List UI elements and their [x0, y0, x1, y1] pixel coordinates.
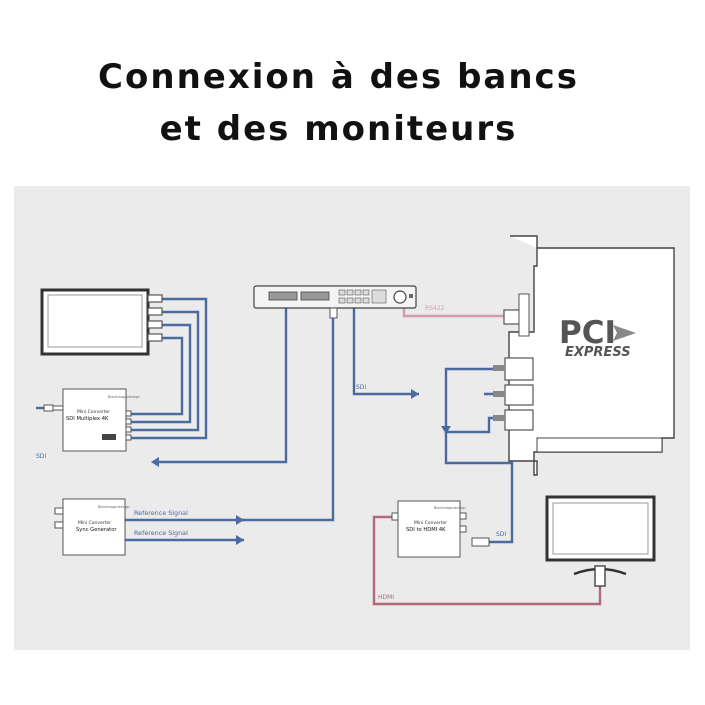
- cable-rs422: [402, 306, 504, 318]
- bnc-connector: [125, 410, 132, 417]
- deck-button: [346, 297, 354, 304]
- device-deck: [253, 285, 417, 319]
- sync-line2: Sync Generator: [76, 527, 117, 533]
- label-sdi-right: SDI: [496, 531, 506, 538]
- bnc-connector: [125, 426, 132, 433]
- hdmi-converter-brand: Blackmagicdesign: [434, 506, 466, 510]
- deck-button: [354, 289, 362, 296]
- monitor-left: [40, 288, 163, 356]
- pcie-logo-line2: EXPRESS: [565, 345, 631, 360]
- hdmi-converter-line1: Mini Converter: [414, 520, 447, 526]
- pcie-logo-arrow: [613, 325, 636, 341]
- deck-slot-1: [268, 291, 298, 301]
- page-title-line-1: Connexion à des bancs: [98, 57, 579, 97]
- sync-line1: Mini Converter: [78, 520, 111, 526]
- sync-box: [62, 498, 126, 556]
- pcie-edge: [536, 437, 663, 453]
- bnc-connector: [459, 512, 467, 520]
- pcie-sdi-connector-1: [504, 357, 534, 381]
- deck-button: [409, 294, 413, 298]
- multiplex-box: [62, 388, 127, 452]
- sync-brand: Blackmagicdesign: [98, 505, 130, 509]
- cable-monitor-4: [129, 336, 184, 416]
- connection-diagram: Blackmagicdesign Mini Converter SDI Mult…: [14, 186, 690, 650]
- bnc-connector: [493, 391, 505, 397]
- bnc-connector: [493, 365, 505, 371]
- bnc-connector: [147, 320, 163, 329]
- pcie-logo-line1: PCI: [559, 315, 616, 351]
- arrow-reference-2: [236, 535, 244, 545]
- hdmi-converter-box: [397, 500, 461, 558]
- label-reference-2: Reference Signal: [134, 529, 188, 537]
- deck-slot-2: [300, 291, 330, 301]
- arrow-sdi-down: [441, 426, 451, 434]
- bnc-connector: [459, 525, 467, 533]
- bnc-connector: [52, 405, 64, 411]
- bnc-connector: [54, 521, 64, 529]
- deck-button: [362, 297, 370, 304]
- bnc-connector: [471, 537, 490, 547]
- hdmi-plug: [594, 565, 606, 587]
- bnc-connector: [125, 434, 132, 441]
- pcie-rs422-connector: [518, 293, 530, 337]
- bnc-connector: [125, 418, 132, 425]
- monitor-right-screen: [552, 502, 649, 555]
- label-hdmi: HDMI: [378, 594, 394, 601]
- bnc-connector: [493, 415, 505, 421]
- cable-monitor-2: [129, 310, 200, 432]
- bnc-connector: [54, 507, 64, 515]
- multiplex-line1: Mini Converter: [77, 409, 110, 415]
- bnc-connector: [329, 307, 338, 319]
- bnc-connector: [147, 294, 163, 303]
- deck-display: [371, 289, 387, 304]
- arrow-reference-1: [236, 515, 244, 525]
- cable-deck-to-multiplex: [159, 306, 288, 464]
- hdmi-converter-line2: SDI to HDMI 4K: [406, 527, 446, 533]
- multiplex-line2: SDI Multiplex 4K: [66, 416, 109, 422]
- label-sdi-top: SDI: [356, 384, 366, 391]
- label-rs422: RS422: [425, 305, 445, 312]
- pcie-sdi-connector-2: [504, 384, 534, 406]
- cable-reference-to-deck: [236, 316, 335, 522]
- deck-button: [346, 289, 354, 296]
- device-multiplex: Blackmagicdesign Mini Converter SDI Mult…: [43, 388, 140, 452]
- pcie-card-body: [508, 235, 675, 476]
- deck-jog-wheel: [393, 290, 407, 304]
- monitor-right: [545, 495, 656, 587]
- multiplex-badge: [102, 434, 116, 440]
- monitor-left-screen: [47, 294, 143, 348]
- arrow-sdi-top: [411, 389, 419, 399]
- device-pcie-card: PCI EXPRESS: [493, 235, 675, 476]
- cable-monitor-3: [129, 323, 192, 424]
- page-title-line-2: et des moniteurs: [159, 109, 518, 149]
- deck-button: [354, 297, 362, 304]
- cable-arrows: [151, 389, 451, 545]
- multiplex-brand: Blackmagicdesign: [108, 395, 140, 399]
- label-sdi-left: SDI: [36, 453, 46, 460]
- cable-hdmi: [372, 515, 602, 606]
- bnc-connector: [43, 404, 54, 412]
- deck-button: [338, 297, 346, 304]
- device-hdmi-converter: Blackmagicdesign Mini Converter SDI to H…: [391, 500, 490, 558]
- hdmi-output-port: [391, 512, 399, 521]
- pcie-sdi-connector-3: [504, 409, 534, 431]
- bnc-connector: [147, 307, 163, 316]
- cable-pcie-to-converter: [444, 458, 514, 544]
- label-reference-1: Reference Signal: [134, 509, 188, 517]
- arrow-multiplex: [151, 457, 159, 467]
- deck-button: [338, 289, 346, 296]
- cable-monitor-1: [129, 297, 208, 440]
- cable-deck-to-pcie: [352, 306, 419, 396]
- deck-button: [362, 289, 370, 296]
- bnc-connector: [147, 333, 163, 342]
- device-sync-generator: Blackmagicdesign Mini Converter Sync Gen…: [54, 498, 130, 556]
